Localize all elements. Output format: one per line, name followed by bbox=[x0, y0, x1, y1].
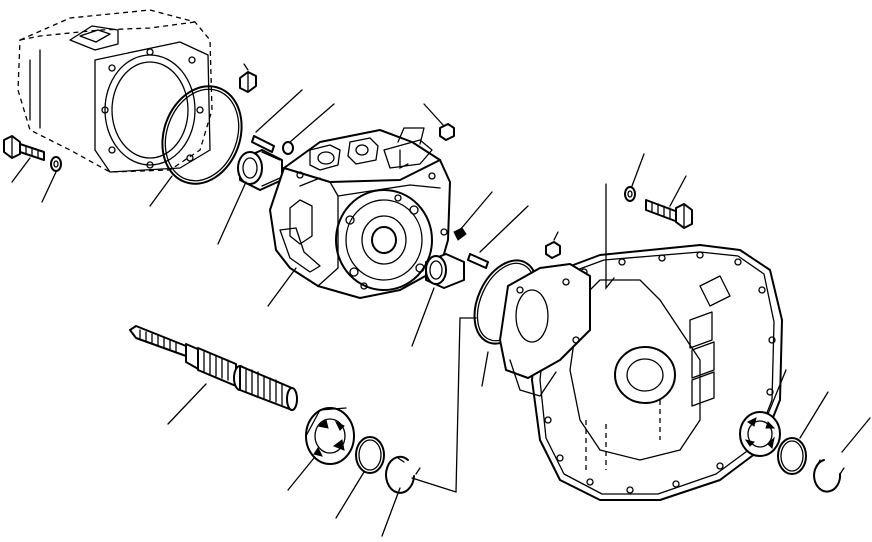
callout-lines bbox=[11, 63, 871, 537]
callout-09 bbox=[423, 103, 445, 127]
callout-19 bbox=[669, 175, 687, 207]
cap-screw-top bbox=[239, 71, 257, 93]
spline-coupling bbox=[305, 407, 355, 465]
callout-11 bbox=[479, 205, 529, 253]
callout-07 bbox=[243, 63, 249, 71]
front-pump-housing bbox=[269, 127, 451, 299]
callout-21 bbox=[799, 391, 829, 439]
hex-bolt-right bbox=[645, 199, 693, 229]
bracket-leader-o-ring bbox=[481, 351, 489, 387]
rear-pump-housing bbox=[17, 9, 213, 173]
callout-05 bbox=[255, 89, 303, 133]
o-ring-large bbox=[161, 85, 243, 185]
needle-bearing-lower bbox=[425, 253, 465, 289]
snap-ring-2 bbox=[777, 437, 807, 475]
bracket-leader-ring bbox=[411, 317, 477, 493]
callout-02 bbox=[41, 171, 57, 203]
callout-18 bbox=[631, 153, 645, 187]
callout-13 bbox=[553, 231, 559, 241]
input-shaft bbox=[129, 325, 298, 411]
callout-22 bbox=[841, 417, 871, 453]
plug-small-2 bbox=[453, 227, 467, 241]
callout-01 bbox=[11, 157, 31, 183]
callout-04 bbox=[217, 181, 247, 245]
callout-03 bbox=[149, 175, 173, 207]
callout-10 bbox=[459, 191, 493, 231]
snap-ring-1 bbox=[355, 436, 385, 474]
callout-16 bbox=[335, 471, 365, 519]
hex-bolt-left bbox=[3, 135, 45, 161]
callout-08 bbox=[267, 267, 297, 307]
callout-17 bbox=[381, 487, 401, 537]
washer-left bbox=[50, 156, 62, 172]
plug-small-1 bbox=[282, 141, 294, 155]
washer-right bbox=[624, 186, 636, 202]
bracket-leader-housing bbox=[605, 183, 615, 290]
dowel-pin-1 bbox=[251, 135, 275, 153]
oil-seal bbox=[739, 411, 781, 457]
cap-screw-mid bbox=[439, 123, 455, 141]
callout-06 bbox=[289, 103, 335, 143]
retaining-ring bbox=[385, 455, 421, 494]
flywheel-housing bbox=[499, 244, 783, 501]
cap-screw-ring bbox=[545, 241, 561, 259]
callout-15 bbox=[287, 457, 315, 491]
callout-12 bbox=[411, 287, 435, 347]
callout-20 bbox=[767, 369, 787, 415]
bracket-leader-housing-top bbox=[399, 149, 409, 170]
dowel-pin-2 bbox=[467, 253, 489, 269]
circlip bbox=[813, 459, 845, 493]
callout-14 bbox=[167, 383, 207, 425]
needle-bearing-upper bbox=[237, 149, 283, 191]
